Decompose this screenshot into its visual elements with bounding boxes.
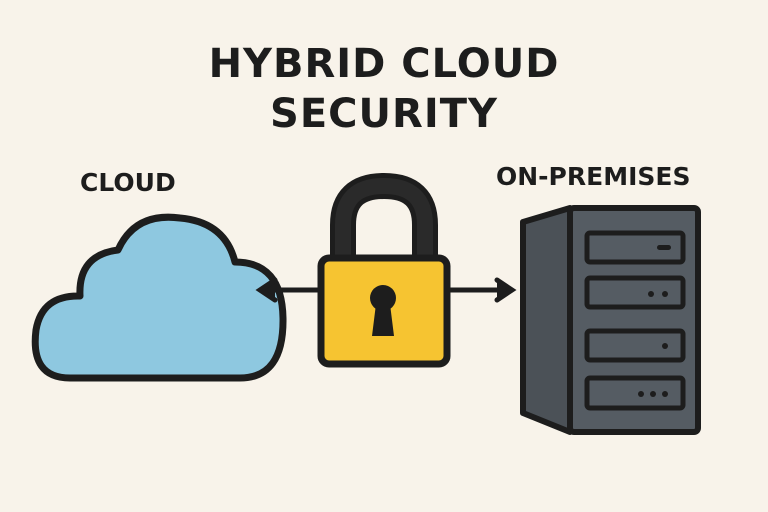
- title-line-2: SECURITY: [270, 91, 498, 137]
- on-premises-label: ON-PREMISES: [496, 162, 691, 191]
- server-icon: [520, 205, 701, 435]
- cloud-icon: [31, 213, 287, 382]
- cloud-label: CLOUD: [80, 168, 176, 197]
- bidirectional-arrow-icon: [255, 277, 517, 303]
- title-line-1: HYBRID CLOUD: [208, 41, 560, 87]
- padlock-icon: [317, 172, 451, 368]
